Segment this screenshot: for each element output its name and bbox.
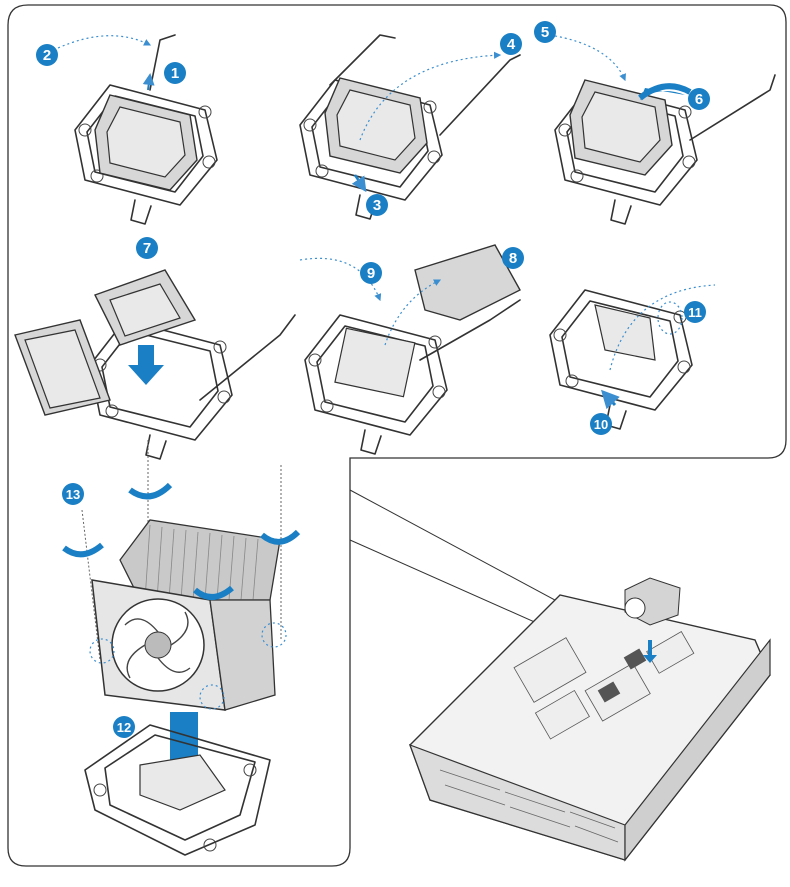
step-badge: 6 — [688, 88, 710, 110]
svg-text:5: 5 — [541, 24, 549, 41]
svg-text:10: 10 — [594, 417, 608, 432]
step-5-6-socket — [549, 34, 776, 225]
step-badge: 1 — [164, 62, 186, 84]
step-badge: 2 — [36, 44, 58, 66]
step-badge: 12 — [113, 716, 135, 738]
svg-text:12: 12 — [117, 720, 131, 735]
svg-text:7: 7 — [143, 240, 151, 257]
svg-text:1: 1 — [171, 65, 179, 82]
step-badge: 10 — [590, 413, 612, 435]
server-chassis-icon — [408, 577, 771, 862]
step-badge: 3 — [366, 194, 388, 216]
step-badge: 4 — [500, 33, 522, 55]
svg-text:4: 4 — [507, 36, 516, 53]
svg-text:11: 11 — [688, 305, 702, 320]
heatsink-icon — [62, 440, 301, 808]
svg-text:2: 2 — [43, 47, 51, 64]
svg-text:9: 9 — [367, 265, 375, 282]
svg-text:8: 8 — [509, 250, 517, 267]
svg-text:6: 6 — [695, 91, 703, 108]
diagram-frame — [7, 4, 787, 867]
svg-text:3: 3 — [373, 197, 381, 214]
step-badge: 7 — [136, 237, 158, 259]
cpu-socket-icon — [84, 724, 271, 856]
step-8-9-socket — [299, 244, 521, 455]
step-badge: 8 — [502, 247, 524, 269]
svg-text:13: 13 — [66, 487, 80, 502]
step-7-insert-cpu — [14, 269, 296, 460]
step-3-4-socket — [299, 34, 521, 220]
step-badge: 5 — [534, 21, 556, 43]
step-badge: 13 — [62, 483, 84, 505]
step-badge: 9 — [360, 262, 382, 284]
step-1-2-socket — [57, 34, 218, 225]
step-10-11-socket — [549, 284, 716, 430]
step-badge: 11 — [684, 301, 706, 323]
